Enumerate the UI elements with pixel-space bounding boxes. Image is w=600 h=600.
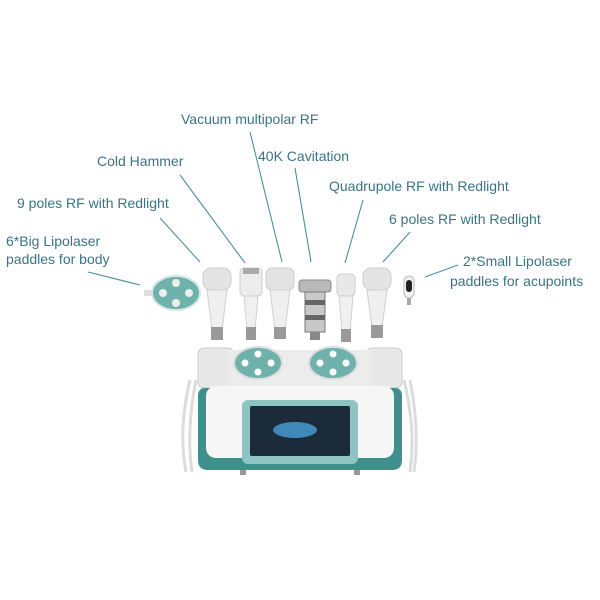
label-9-poles-rf: 9 poles RF with Redlight [17,195,169,211]
label-cold-hammer: Cold Hammer [97,153,184,169]
handpiece-40k-cavitation [298,279,332,340]
big-lipolaser-paddle [144,275,201,311]
label-quadrupole-rf: Quadrupole RF with Redlight [329,178,509,194]
label-40k-cavitation: 40K Cavitation [258,148,349,164]
handpiece-vacuum-multipolar-rf [265,267,295,339]
handpiece-6-poles-rf [362,267,392,338]
label-big-lipolaser: 6*Big Lipolaser [6,233,101,249]
label-big-lipolaser-2: paddles for body [6,251,110,267]
handpiece-9-poles-rf [202,267,232,340]
label-small-lipolaser-2: paddles for acupoints [450,273,583,289]
handpiece-cold-hammer [239,267,263,340]
label-vacuum-multipolar-rf: Vacuum multipolar RF [181,111,318,127]
small-lipolaser-paddle [403,275,415,305]
handpiece-quadrupole-rf [336,273,356,342]
label-6-poles-rf: 6 poles RF with Redlight [389,211,541,227]
machine-body [181,346,418,475]
leader-lines [87,131,459,286]
label-small-lipolaser: 2*Small Lipolaser [463,253,572,269]
